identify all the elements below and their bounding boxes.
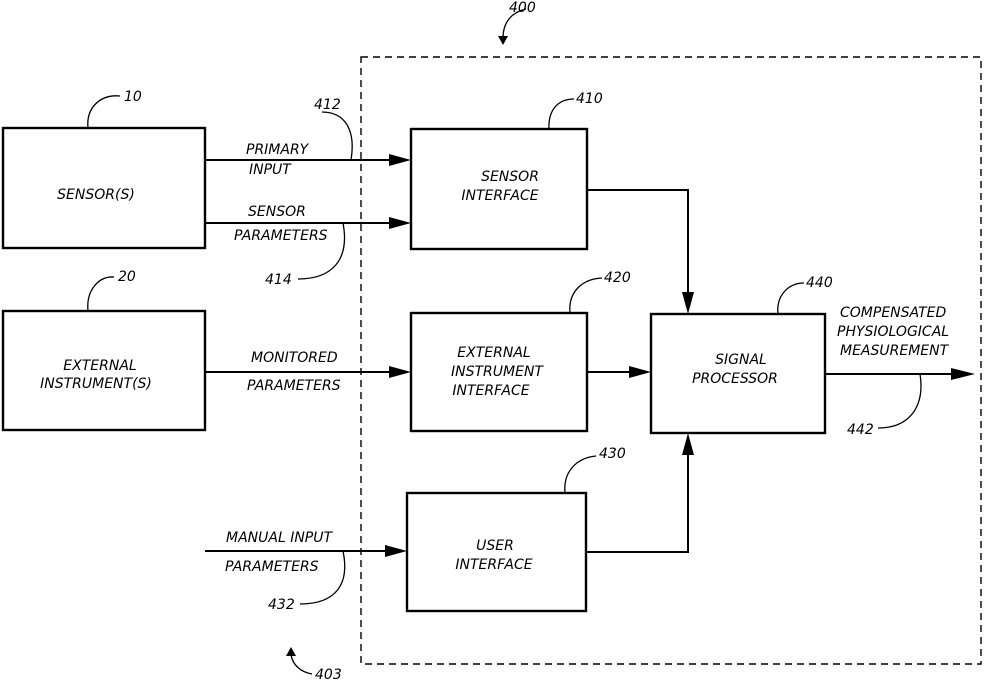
output-label-line2: PHYSIOLOGICAL xyxy=(837,324,949,340)
sensor-parameters-arrowhead xyxy=(389,217,411,229)
signal-processor-label-line2: PROCESSOR xyxy=(692,371,778,387)
output-label-line1: COMPENSATED xyxy=(840,305,946,321)
monitored-parameters-label-line1: MONITORED xyxy=(251,350,338,366)
sensor-interface-to-processor-arrowhead xyxy=(682,292,694,314)
monitored-parameters-arrowhead xyxy=(389,366,411,378)
user-interface-to-processor-line xyxy=(586,451,688,552)
external-instrument-interface-ref: 420 xyxy=(604,270,631,286)
ref-403-leader xyxy=(291,654,312,674)
manual-input-label-line2: PARAMETERS xyxy=(225,559,319,575)
manual-input-arrowhead xyxy=(385,545,407,557)
monitored-parameters-label-line2: PARAMETERS xyxy=(247,378,341,394)
sensor-interface-ref-leader xyxy=(549,99,574,129)
user-interface-to-processor-arrowhead xyxy=(682,433,694,455)
signal-processor-ref: 440 xyxy=(806,275,833,291)
external-instrument-interface-label-line2: INSTRUMENT xyxy=(451,364,544,380)
output-ref: 442 xyxy=(847,422,874,438)
ref-403-label: 403 xyxy=(315,667,342,681)
primary-input-arrowhead xyxy=(389,154,411,166)
sensor-interface-ref: 410 xyxy=(576,91,603,107)
output-label-line3: MEASUREMENT xyxy=(840,343,950,359)
ref-403-arrowhead xyxy=(286,647,296,656)
user-interface-ref-leader xyxy=(565,456,596,493)
ext-interface-to-processor-arrowhead xyxy=(629,366,651,378)
ref-400-arrowhead xyxy=(498,36,508,45)
sensors-ref: 10 xyxy=(124,89,142,105)
signal-processor-label-line1: SIGNAL xyxy=(715,352,767,368)
sensor-parameters-label-line2: PARAMETERS xyxy=(234,228,328,244)
signal-processor-ref-leader xyxy=(778,283,804,314)
external-instruments-ref-leader xyxy=(88,277,114,311)
external-instruments-ref: 20 xyxy=(118,269,136,285)
sensor-parameters-ref: 414 xyxy=(265,272,292,288)
sensor-interface-label-line2: INTERFACE xyxy=(461,188,538,204)
manual-input-ref: 432 xyxy=(268,597,295,613)
external-instrument-interface-ref-leader xyxy=(570,278,602,313)
user-interface-ref: 430 xyxy=(599,446,626,462)
external-instrument-interface-label-line3: INTERFACE xyxy=(452,383,529,399)
manual-input-label-line1: MANUAL INPUT xyxy=(226,530,333,546)
sensor-parameters-label-line1: SENSOR xyxy=(248,204,306,220)
primary-input-ref: 412 xyxy=(314,97,341,113)
user-interface-label-line1: USER xyxy=(476,538,514,554)
output-ref-leader xyxy=(878,374,921,428)
ref-400-label: 400 xyxy=(509,0,536,16)
primary-input-ref-leader xyxy=(322,112,352,160)
sensor-interface-label-line1: SENSOR xyxy=(481,169,539,185)
output-arrowhead xyxy=(951,368,975,380)
sensor-interface-to-processor-line xyxy=(587,190,688,296)
sensors-ref-leader xyxy=(88,96,120,128)
user-interface-label-line2: INTERFACE xyxy=(455,557,532,573)
external-instrument-interface-label-line1: EXTERNAL xyxy=(457,345,530,361)
external-instruments-label-line1: EXTERNAL xyxy=(63,358,136,374)
external-instruments-label-line2: INSTRUMENT(S) xyxy=(40,376,152,392)
primary-input-label-line2: INPUT xyxy=(249,162,292,178)
sensors-block-label: SENSOR(S) xyxy=(57,187,135,203)
primary-input-label-line1: PRIMARY xyxy=(246,142,310,158)
